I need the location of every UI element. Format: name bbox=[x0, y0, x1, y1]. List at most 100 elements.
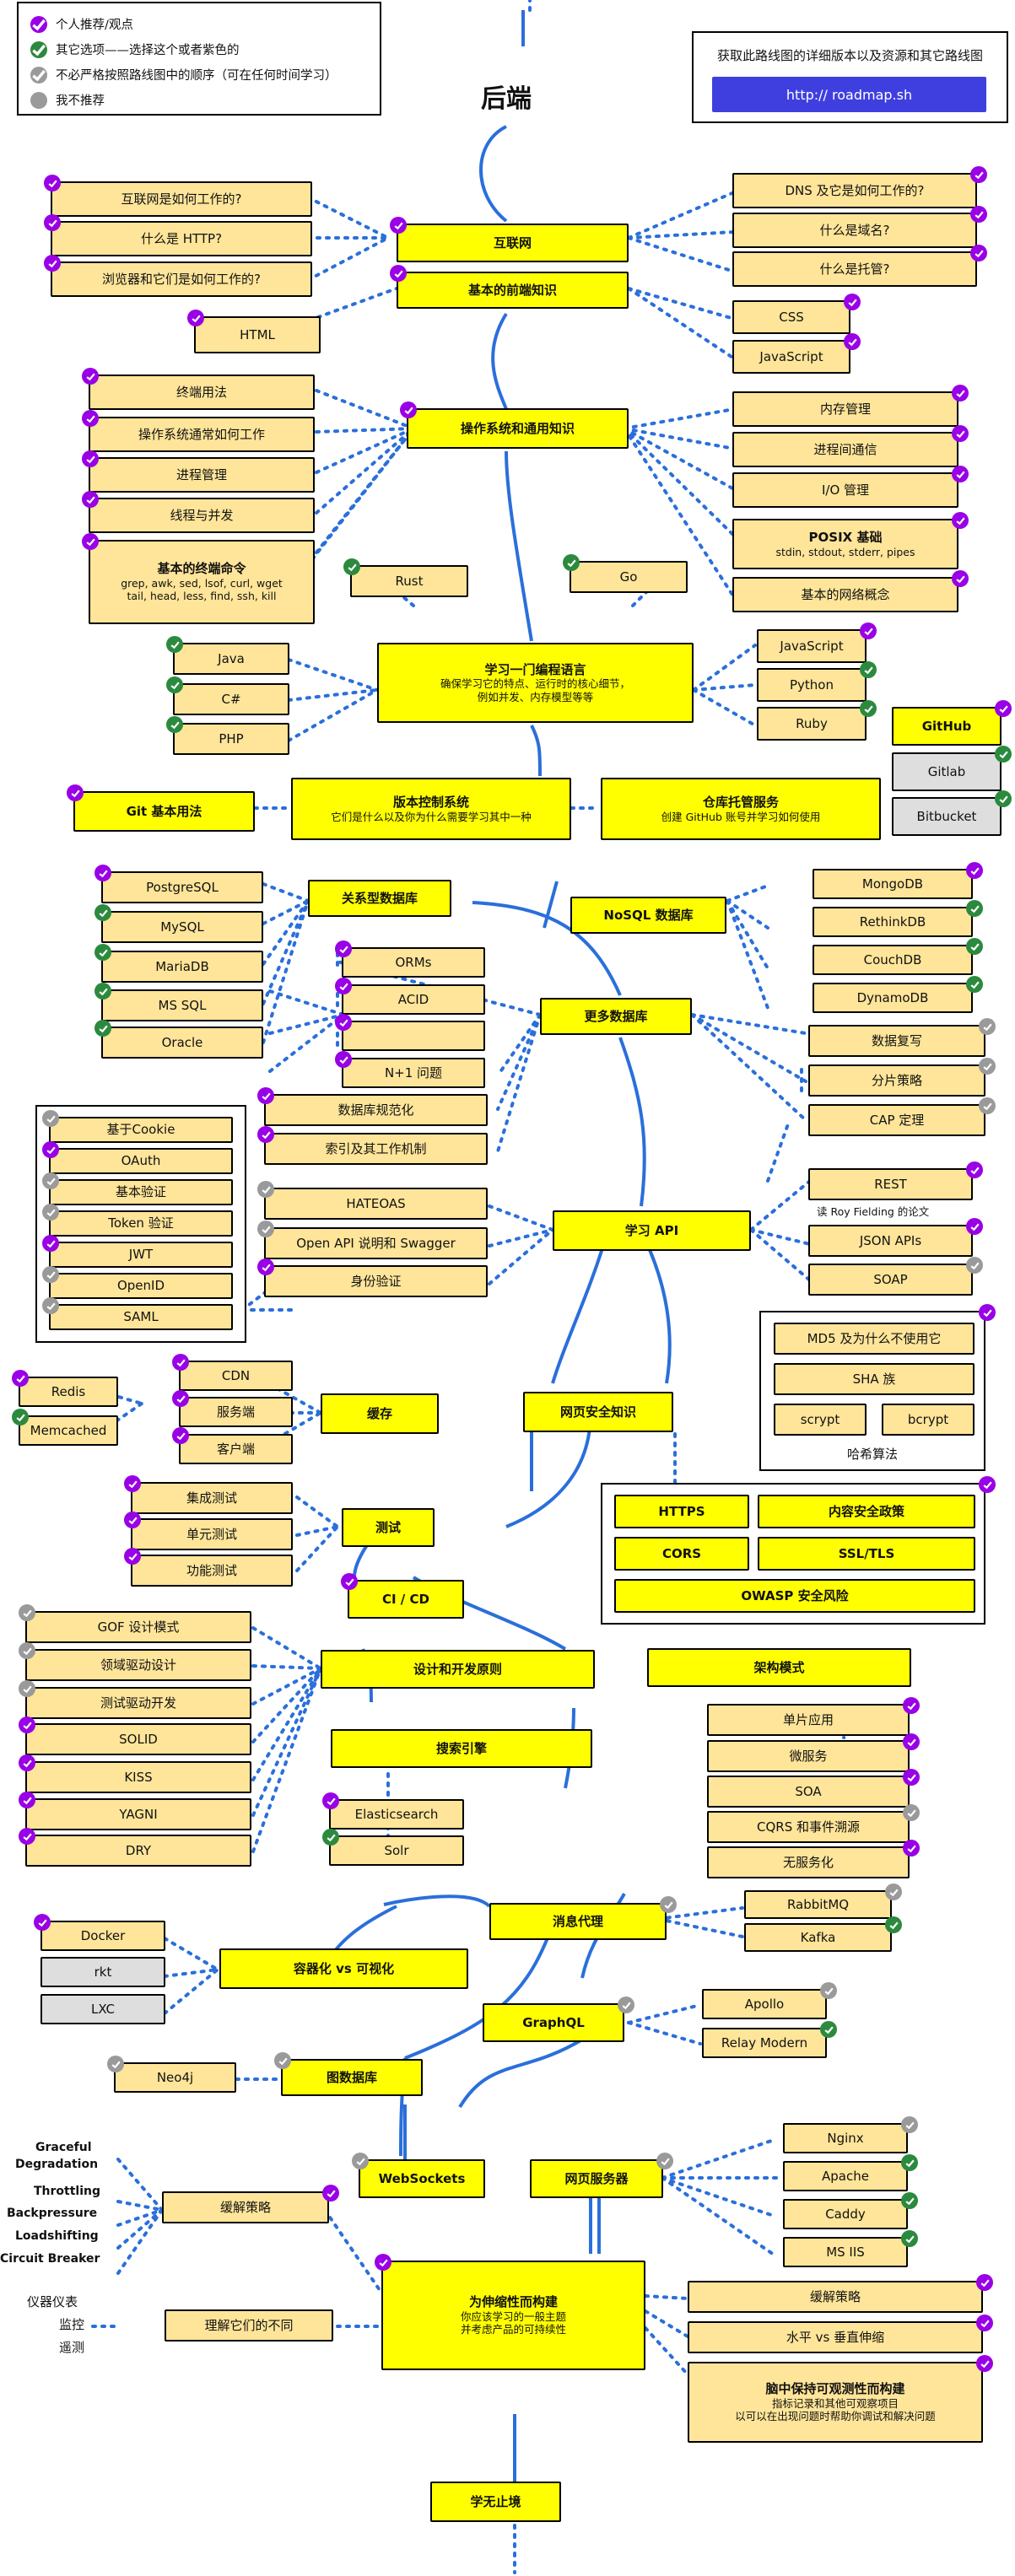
item-observability[interactable]: 脑中保持可观测性而构建指标记录和其他可观察项目以可以在出现问题时帮助你调试和解决… bbox=[688, 2355, 993, 2443]
item-acid[interactable]: ACID bbox=[335, 978, 485, 1015]
item-rest[interactable]: REST bbox=[808, 1161, 983, 1200]
item-github[interactable]: GitHub bbox=[892, 700, 1012, 746]
item-relay[interactable]: Relay Modern bbox=[702, 2021, 837, 2058]
node-more-databases[interactable]: 更多数据库 bbox=[540, 998, 692, 1035]
node-nosql[interactable]: NoSQL 数据库 bbox=[570, 897, 726, 934]
item-css[interactable]: CSS bbox=[732, 294, 861, 334]
item-mysql[interactable]: MySQL bbox=[94, 904, 263, 943]
auth-item[interactable]: SAML bbox=[42, 1297, 233, 1330]
node-websockets[interactable]: WebSockets bbox=[352, 2153, 485, 2198]
item-lang-js[interactable]: JavaScript bbox=[757, 622, 877, 663]
node-differences[interactable]: 理解它们的不同 bbox=[165, 2309, 333, 2342]
node-search-engines[interactable]: 搜索引擎 bbox=[331, 1729, 592, 1768]
node-design-principles[interactable]: 设计和开发原则 bbox=[321, 1650, 595, 1689]
item-csharp[interactable]: C# bbox=[166, 676, 289, 715]
item-go[interactable]: Go bbox=[563, 554, 688, 593]
item-rethinkdb[interactable]: RethinkDB bbox=[813, 900, 983, 937]
node-repo-hosting[interactable]: 仓库托管服务创建 GitHub 账号并学习如何使用 bbox=[601, 778, 881, 840]
item-postgresql[interactable]: PostgreSQL bbox=[94, 865, 263, 903]
item-memory[interactable]: 内存管理 bbox=[732, 385, 969, 427]
item-cdn[interactable]: CDN bbox=[172, 1354, 293, 1391]
item-monolith[interactable]: 单片应用 bbox=[707, 1697, 920, 1736]
item-java[interactable]: Java bbox=[166, 636, 289, 675]
hash-item[interactable]: scrypt bbox=[774, 1404, 867, 1436]
item-json-apis[interactable]: JSON APIs bbox=[808, 1218, 983, 1257]
roadmap-link-button[interactable]: http:// roadmap.sh bbox=[712, 77, 986, 112]
item-hosting[interactable]: 什么是托管? bbox=[732, 245, 987, 287]
item-io[interactable]: I/O 管理 bbox=[732, 466, 969, 508]
item-python[interactable]: Python bbox=[757, 661, 877, 702]
item-dry[interactable]: DRY bbox=[19, 1828, 251, 1867]
item-kiss[interactable]: KISS bbox=[19, 1754, 251, 1793]
item-apollo[interactable]: Apollo bbox=[702, 1982, 837, 2019]
item-openapi[interactable]: Open API 说明和 Swagger bbox=[257, 1221, 488, 1259]
node-mitigation[interactable]: 缓解策略 bbox=[162, 2185, 339, 2223]
item-dynamodb[interactable]: DynamoDB bbox=[813, 976, 983, 1013]
item-server-side[interactable]: 服务端 bbox=[172, 1390, 293, 1427]
item-auth[interactable]: 身份验证 bbox=[257, 1258, 488, 1297]
item-neo4j[interactable]: Neo4j bbox=[107, 2056, 236, 2093]
item-bitbucket[interactable]: Bitbucket bbox=[892, 790, 1012, 836]
item-how-internet-works[interactable]: 互联网是如何工作的? bbox=[44, 175, 312, 217]
node-keep-learning[interactable]: 学无止境 bbox=[430, 2482, 561, 2522]
node-git-basics[interactable]: Git 基本用法 bbox=[67, 784, 255, 832]
item-orms[interactable]: ORMs bbox=[335, 940, 485, 978]
item-threads[interactable]: 线程与并发 bbox=[82, 491, 315, 533]
node-cicd[interactable]: CI / CD bbox=[341, 1573, 464, 1619]
item-memcached[interactable]: Memcached bbox=[12, 1409, 118, 1446]
item-sharding[interactable]: 分片策略 bbox=[808, 1058, 996, 1097]
auth-item[interactable]: 基本验证 bbox=[42, 1172, 233, 1205]
item-gitlab[interactable]: Gitlab bbox=[892, 746, 1012, 791]
item-serverless[interactable]: 无服务化 bbox=[707, 1840, 920, 1878]
item-redis[interactable]: Redis bbox=[12, 1370, 118, 1407]
node-programming-language[interactable]: 学习一门编程语言确保学习它的特点、运行时的核心细节，例如并发、内存模型等等 bbox=[377, 643, 694, 723]
item-cqrs[interactable]: CQRS 和事件溯源 bbox=[707, 1804, 920, 1843]
auth-item[interactable]: JWT bbox=[42, 1235, 233, 1268]
node-vcs[interactable]: 版本控制系统它们是什么以及你为什么需要学习其中一种 bbox=[291, 778, 571, 840]
auth-item[interactable]: Token 验证 bbox=[42, 1204, 233, 1237]
item-transactions[interactable] bbox=[335, 1014, 485, 1051]
hash-item[interactable]: SHA 族 bbox=[774, 1363, 975, 1395]
security-item[interactable]: OWASP 安全风险 bbox=[614, 1579, 975, 1613]
auth-item[interactable]: OpenID bbox=[42, 1266, 233, 1299]
security-item[interactable]: 内容安全政策 bbox=[758, 1495, 975, 1528]
item-indexes[interactable]: 索引及其工作机制 bbox=[257, 1126, 488, 1165]
node-containerization[interactable]: 容器化 vs 可视化 bbox=[219, 1948, 468, 1989]
item-unit-testing[interactable]: 单元测试 bbox=[124, 1512, 293, 1550]
item-mariadb[interactable]: MariaDB bbox=[94, 944, 263, 983]
item-html[interactable]: HTML bbox=[187, 310, 321, 353]
item-mongodb[interactable]: MongoDB bbox=[813, 862, 983, 899]
item-docker[interactable]: Docker bbox=[34, 1914, 165, 1951]
item-ipc[interactable]: 进程间通信 bbox=[732, 425, 969, 467]
node-os[interactable]: 操作系统和通用知识 bbox=[400, 401, 629, 449]
hash-item[interactable]: bcrypt bbox=[882, 1404, 975, 1436]
node-graph-db[interactable]: 图数据库 bbox=[274, 2052, 423, 2096]
item-ddd[interactable]: 领域驱动设计 bbox=[19, 1642, 251, 1681]
item-elasticsearch[interactable]: Elasticsearch bbox=[322, 1792, 464, 1830]
item-rkt[interactable]: rkt bbox=[40, 1957, 165, 1987]
item-ruby[interactable]: Ruby bbox=[757, 700, 877, 741]
node-caching[interactable]: 缓存 bbox=[321, 1393, 439, 1434]
node-frontend[interactable]: 基本的前端知识 bbox=[390, 265, 629, 309]
node-relational-db[interactable]: 关系型数据库 bbox=[308, 880, 451, 917]
item-couchdb[interactable]: CouchDB bbox=[813, 938, 983, 975]
item-process-management[interactable]: 进程管理 bbox=[82, 450, 315, 493]
item-soap[interactable]: SOAP bbox=[808, 1257, 983, 1296]
item-domain[interactable]: 什么是域名? bbox=[732, 206, 987, 248]
node-message-brokers[interactable]: 消息代理 bbox=[489, 1896, 677, 1940]
security-item[interactable]: SSL/TLS bbox=[758, 1537, 975, 1571]
item-replication[interactable]: 数据复写 bbox=[808, 1018, 996, 1057]
item-mssql[interactable]: MS SQL bbox=[94, 983, 263, 1021]
item-gof[interactable]: GOF 设计模式 bbox=[19, 1604, 251, 1643]
node-graphql[interactable]: GraphQL bbox=[483, 1997, 634, 2042]
item-apache[interactable]: Apache bbox=[783, 2154, 918, 2191]
item-terminal-usage[interactable]: 终端用法 bbox=[82, 368, 315, 410]
item-lxc[interactable]: LXC bbox=[40, 1994, 165, 2024]
node-architecture[interactable]: 架构模式 bbox=[647, 1648, 911, 1687]
node-api[interactable]: 学习 API bbox=[553, 1210, 751, 1251]
item-horizontal-vertical[interactable]: 水平 vs 垂直伸缩 bbox=[688, 2315, 993, 2353]
item-javascript[interactable]: JavaScript bbox=[732, 333, 861, 374]
item-hateoas[interactable]: HATEOAS bbox=[257, 1181, 488, 1220]
